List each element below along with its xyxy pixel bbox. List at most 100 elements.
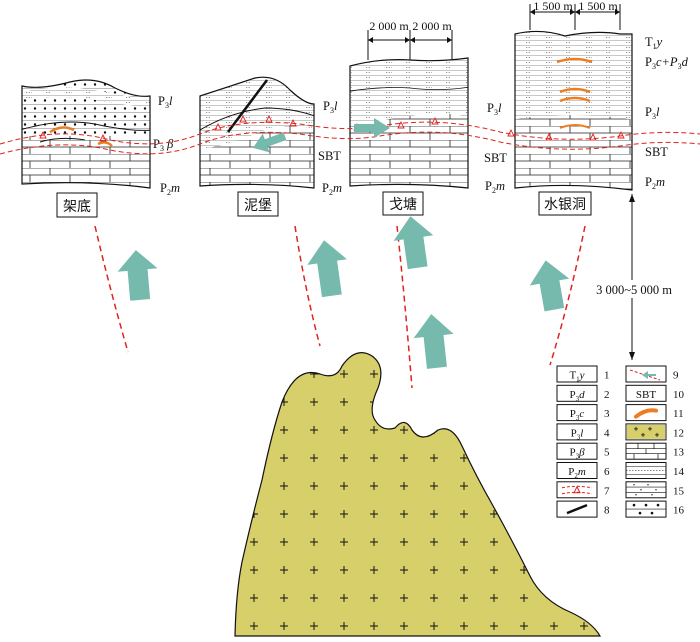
site-name-jiadi: 架底 [63, 199, 91, 215]
legend-number: 5 [604, 447, 610, 459]
legend-item-2: P3d 2 [556, 384, 610, 403]
svg-text:P3l: P3l [158, 94, 173, 110]
legend-number: 4 [604, 427, 610, 439]
layer-label-sbt-4: SBT [645, 145, 668, 159]
site-box-jiadi [56, 192, 98, 218]
legend-number: 1 [604, 370, 610, 382]
legend-symbol-text: P3d [569, 389, 585, 403]
fluid-arrows [117, 118, 570, 369]
site-box-shuiyindong [538, 191, 592, 216]
legend-item-14: 14 [625, 462, 685, 479]
orebody-symbol [634, 408, 658, 419]
deep-faults [94, 225, 586, 389]
legend-number: 15 [673, 485, 685, 497]
svg-text:P2m: P2m [322, 181, 342, 197]
svg-text:P3l: P3l [323, 99, 338, 115]
section-nibao: P3l SBT P2m 泥堡 [199, 76, 342, 217]
site-box-nibao [237, 191, 279, 217]
fluid-arrow [117, 250, 158, 301]
layer-label-p2m-1: P2m [160, 181, 180, 197]
legend-number: 7 [604, 485, 610, 497]
layer-label-t1y: T1y [645, 35, 663, 51]
legend-symbol-text: P3β [569, 447, 585, 461]
svg-text:P2m: P2m [160, 181, 180, 197]
legend-item-13: 13 [625, 442, 685, 460]
fluid-arrow [253, 132, 287, 153]
svg-text:P3l: P3l [487, 101, 502, 117]
svg-text:2 000 m: 2 000 m [412, 19, 452, 33]
legend-item-16: 16 [625, 500, 685, 518]
layer-label-p2m-4: P2m [645, 175, 665, 191]
fluid-arrow [354, 118, 390, 138]
legend-number: 6 [604, 466, 610, 478]
legend-item-9: 9 [625, 365, 679, 383]
section-getang: 2 000 m 2 000 m P3l SBT P2m 戈塘 [349, 19, 507, 216]
layer-label-p3l-3: P3l [487, 101, 502, 117]
legend-symbol-text: P3l [571, 427, 584, 441]
legend-item-12: 12 [625, 423, 684, 441]
layer-label-sbt-3: SBT [484, 151, 507, 165]
legend-number: 3 [604, 408, 610, 420]
fluid-arrow [529, 260, 570, 312]
svg-text:1 500 m: 1 500 m [578, 0, 618, 13]
fluid-arrow [393, 216, 434, 270]
legend-symbol-text: T1y [569, 370, 584, 384]
site-name-getang: 戈塘 [389, 197, 417, 213]
scale-bar-shuiyindong: 1 500 m 1 500 m [529, 0, 621, 30]
layer-label-p3b: P3 β [153, 137, 174, 153]
layer-label-p3l-2: P3l [323, 99, 338, 115]
site-name-nibao: 泥堡 [244, 198, 272, 214]
legend-number: 9 [673, 370, 679, 382]
svg-text:P2m: P2m [645, 175, 665, 191]
siltstone-symbol [626, 466, 666, 475]
svg-text:P2m: P2m [485, 179, 505, 195]
fluid-arrow [413, 314, 454, 369]
layer-label-p2m-3: P2m [485, 179, 505, 195]
legend-number: 16 [673, 505, 685, 517]
layer-label-p2m-2: P2m [322, 181, 342, 197]
scale-bar-getang: 2 000 m 2 000 m [367, 19, 453, 60]
sbt-fault-symbol [561, 485, 593, 495]
legend-symbol-text: P2m [568, 466, 586, 480]
legend-symbol-text: P3c [570, 408, 585, 422]
svg-text:2 000 m: 2 000 m [369, 19, 409, 33]
fault-line [227, 79, 268, 133]
granite-pluton [234, 352, 602, 637]
svg-text:P3c+P3d: P3c+P3d [645, 55, 689, 71]
legend-number: 2 [604, 389, 610, 401]
legend-item-7: 7 [556, 481, 610, 499]
depth-marker: 3 000~5 000 m [578, 194, 690, 360]
legend-item-3: P3c 3 [556, 404, 610, 422]
legend-item-1: T1y 1 [556, 365, 610, 384]
sbt-fault-zone [0, 114, 700, 155]
legend-symbol-text: SBT [636, 389, 656, 401]
site-name-shuiyindong: 水银洞 [544, 197, 586, 213]
legend-item-6: P2m 6 [556, 462, 610, 480]
site-box-getang [382, 191, 424, 216]
svg-text:T1y: T1y [645, 35, 663, 51]
section-jiadi: P3l P3 β P2m 架底 [21, 79, 180, 218]
legend-number: 8 [604, 505, 610, 517]
layer-label-p3l-1: P3l [158, 94, 173, 110]
sandstone-symbol [626, 484, 666, 496]
layer-label-p3l-4: P3l [645, 105, 660, 121]
legend-item-4: P3l 4 [556, 423, 610, 441]
legend-item-15: 15 [625, 481, 685, 499]
legend-item-8: 8 [556, 500, 610, 518]
fluid-arrow [307, 240, 347, 298]
fluid-arrow-symbol [629, 369, 661, 381]
legend-number: 14 [673, 466, 685, 478]
limestone-symbol [626, 443, 666, 460]
svg-text:1 500 m: 1 500 m [533, 0, 573, 13]
legend-number: 13 [673, 447, 685, 459]
legend-item-11: 11 [625, 404, 684, 422]
fault-line-symbol [566, 503, 588, 515]
legend-item-5: P3β 5 [556, 442, 610, 461]
tuff-symbol [626, 503, 666, 515]
legend-number: 12 [673, 427, 684, 439]
legend-number: 11 [673, 408, 684, 420]
